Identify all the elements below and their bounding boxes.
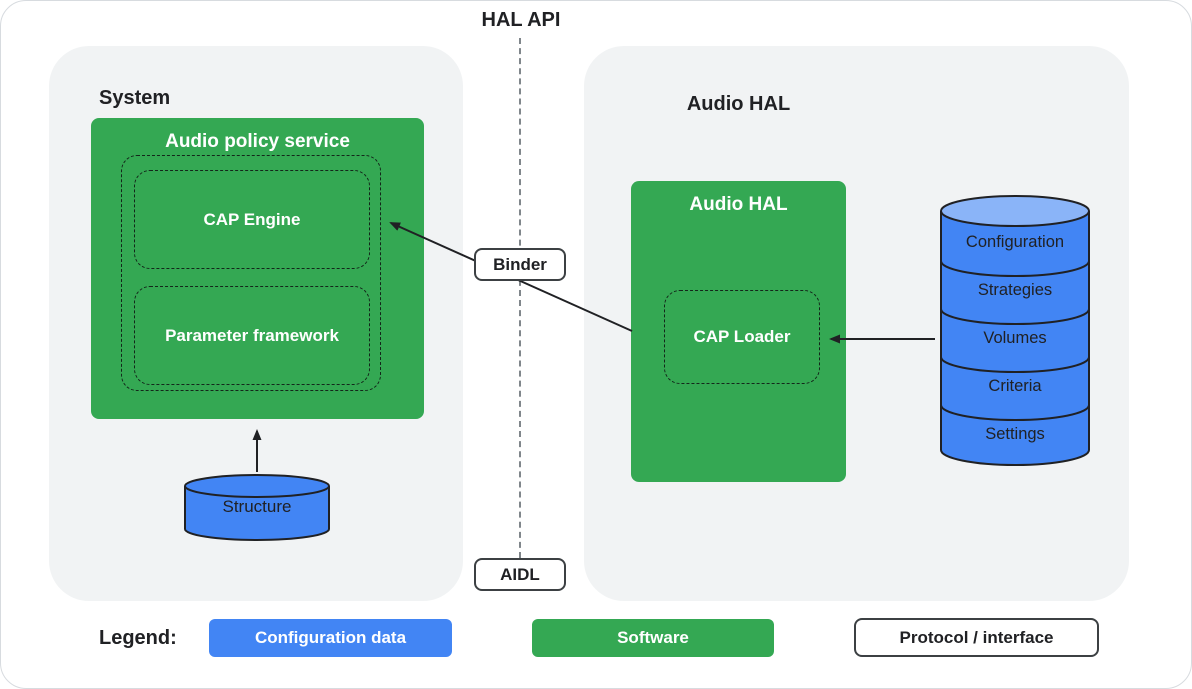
legend-label: Legend: bbox=[99, 627, 177, 649]
config-db-divider bbox=[940, 356, 1090, 373]
system-label: System bbox=[99, 87, 171, 109]
legend-software: Software bbox=[532, 619, 774, 657]
audio-hal-label: Audio HAL bbox=[686, 93, 791, 115]
legend-configuration-data: Configuration data bbox=[209, 619, 452, 657]
parameter-framework-label: Parameter framework bbox=[165, 325, 339, 345]
config-db-segment-label: Settings bbox=[985, 425, 1045, 443]
legend-protocol-interface: Protocol / interface bbox=[854, 618, 1099, 657]
config-db-segment-label: Strategies bbox=[978, 281, 1052, 299]
config-db-divider bbox=[940, 404, 1090, 421]
structure-cylinder-body bbox=[184, 486, 330, 541]
structure-cylinder bbox=[184, 474, 330, 541]
structure-label: Structure bbox=[222, 497, 292, 516]
config-database-cylinder: Configuration Strategies Volumes Criteri… bbox=[940, 195, 1090, 466]
cap-engine-label: CAP Engine bbox=[203, 209, 301, 229]
config-db-segment-label: Criteria bbox=[988, 377, 1042, 395]
hal-api-title: HAL API bbox=[481, 9, 561, 31]
audio-policy-service-box: Audio policy service CAP Engine Paramete… bbox=[91, 118, 424, 419]
audio-hal-box-title: Audio HAL bbox=[689, 194, 788, 215]
cap-loader-label: CAP Loader bbox=[693, 327, 791, 346]
config-db-divider bbox=[940, 260, 1090, 277]
config-db-divider bbox=[940, 308, 1090, 325]
parameter-framework-node: Parameter framework bbox=[134, 286, 370, 385]
aidl-interface-box: AIDL bbox=[474, 558, 566, 591]
audio-hal-box: Audio HAL CAP Loader bbox=[631, 181, 846, 482]
cap-loader-node: CAP Loader bbox=[664, 290, 820, 384]
binder-interface-box: Binder bbox=[474, 248, 566, 281]
config-db-top bbox=[940, 195, 1090, 227]
cap-group-outline bbox=[121, 155, 381, 391]
audio-policy-service-title: Audio policy service bbox=[165, 131, 350, 152]
hal-api-divider-line bbox=[519, 38, 521, 558]
structure-cylinder-top bbox=[184, 474, 330, 498]
config-db-segment-label: Volumes bbox=[983, 329, 1046, 347]
config-db-segment-label: Configuration bbox=[966, 233, 1064, 251]
cap-engine-node: CAP Engine bbox=[134, 170, 370, 269]
